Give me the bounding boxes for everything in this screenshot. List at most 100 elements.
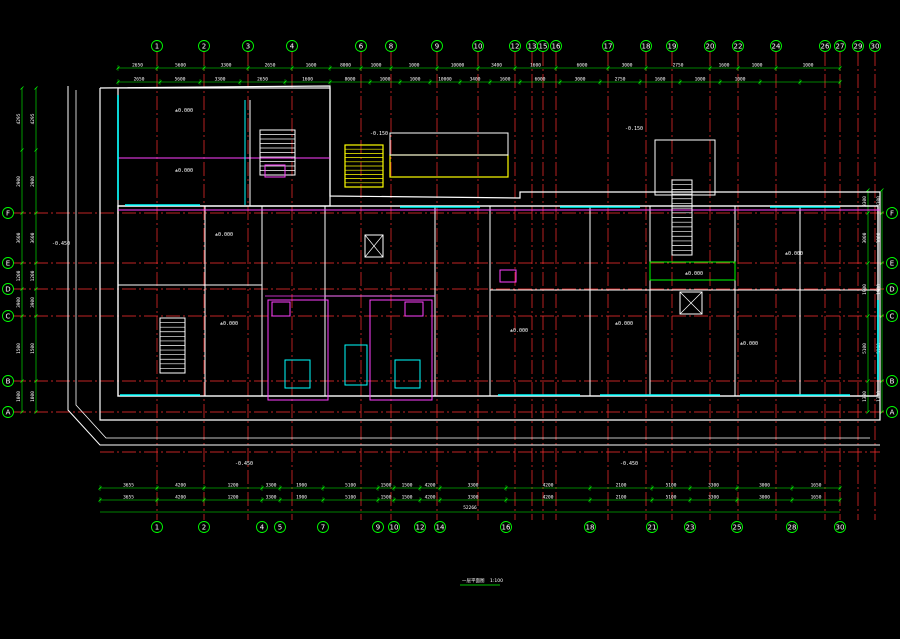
axis-bubble-top-4-circle bbox=[286, 40, 298, 52]
dim-right-inner-tick-4 bbox=[880, 379, 884, 383]
dim-top-outer-label-2: 3300 bbox=[221, 63, 232, 69]
level-right-tower: -0.150 bbox=[625, 126, 643, 132]
axis-bubble-right-F-label: F bbox=[890, 209, 894, 217]
axis-bubble-right-C-label: C bbox=[890, 312, 895, 320]
dim-top-outer-label-14: 1600 bbox=[719, 63, 730, 69]
dim-top-inner-label-11: 6000 bbox=[535, 77, 546, 83]
dim-bottom-1-label-2: 1200 bbox=[228, 483, 239, 489]
site-boundary-inner bbox=[75, 90, 870, 439]
axis-bubble-bottom-16-label: 16 bbox=[502, 523, 511, 531]
axis-bubble-bottom-30-label: 30 bbox=[836, 523, 845, 531]
axis-bubble-bottom-10-circle bbox=[388, 521, 400, 533]
dim-left-outer-tick-0 bbox=[20, 86, 24, 90]
axis-bubble-top-26-label: 26 bbox=[821, 42, 830, 50]
dim-right-outer-tick-1 bbox=[866, 211, 870, 215]
axis-bubble-bottom-4-label: 4 bbox=[260, 523, 265, 531]
dim-top-outer-label-3: 2650 bbox=[265, 63, 276, 69]
dim-bottom-2-label-6: 1500 bbox=[381, 495, 392, 501]
axis-bubble-top-12-label: 12 bbox=[511, 42, 520, 50]
axis-bubble-right-A-circle bbox=[886, 406, 898, 418]
axis-bubble-top-10-label: 10 bbox=[474, 42, 483, 50]
level-outdoor-bottom: -0.450 bbox=[235, 461, 253, 467]
dim-top-outer-label-4: 1600 bbox=[306, 63, 317, 69]
dim-right-inner-tick-3 bbox=[880, 314, 884, 318]
axis-bubble-bottom-25-circle bbox=[731, 521, 743, 533]
axis-bubble-top-27-label: 27 bbox=[836, 42, 845, 50]
room-label-8: ±0.000 bbox=[785, 251, 803, 257]
dim-top-inner-label-0: 2650 bbox=[134, 77, 145, 83]
bath-2 bbox=[404, 301, 424, 317]
windows bbox=[117, 95, 879, 396]
axis-bubble-bottom-18-circle bbox=[584, 521, 596, 533]
axis-bubble-top-2-circle bbox=[198, 40, 210, 52]
dim-top-outer-label-9: 3400 bbox=[491, 63, 502, 69]
dim-top-outer-label-15: 1000 bbox=[752, 63, 763, 69]
dim-bottom-1-label-4: 1900 bbox=[296, 483, 307, 489]
axis-bubble-top-3-label: 3 bbox=[246, 42, 250, 50]
axis-bubble-bottom-21-circle bbox=[646, 521, 658, 533]
axis-bubble-top-27-circle bbox=[834, 40, 846, 52]
dim-right-outer-tick-4 bbox=[866, 379, 870, 383]
magenta-core bbox=[267, 299, 329, 401]
axis-bubble-bottom-9-circle bbox=[372, 521, 384, 533]
dim-bottom-2-label-0: 3655 bbox=[123, 495, 134, 501]
axis-bubble-top-18-circle bbox=[640, 40, 652, 52]
dim-bottom-2-label-8: 4200 bbox=[425, 495, 436, 501]
dim-right-outer-tick-5 bbox=[866, 410, 870, 414]
axis-bubble-top-24-circle bbox=[770, 40, 782, 52]
room-label-6: ±0.000 bbox=[615, 321, 633, 327]
axis-bubble-left-D-circle bbox=[2, 283, 14, 295]
dim-top-inner-label-12: 3000 bbox=[575, 77, 586, 83]
dim-left-inner-label-4: 3900 bbox=[30, 297, 36, 308]
bath-3 bbox=[264, 164, 286, 178]
drawing-title: 一层平面图 bbox=[462, 578, 485, 584]
axis-lines bbox=[12, 52, 888, 520]
axis-bubble-left-A-label: A bbox=[6, 408, 11, 416]
dim-bottom-2-label-14: 3000 bbox=[759, 495, 770, 501]
axis-bubble-top-8-circle bbox=[385, 40, 397, 52]
dim-bottom-1-label-11: 2100 bbox=[616, 483, 627, 489]
dim-left-outer-tick-7 bbox=[20, 410, 24, 414]
axis-bubble-top-19-label: 19 bbox=[668, 42, 677, 50]
dim-top-outer-label-12: 3000 bbox=[622, 63, 633, 69]
elevator-1 bbox=[364, 234, 384, 258]
dim-left-inner-label-6: 1000 bbox=[30, 391, 36, 402]
dim-top-inner-label-6: 1000 bbox=[380, 77, 391, 83]
elevator-2-x2 bbox=[679, 291, 703, 315]
dim-left-inner-tick-5 bbox=[34, 314, 38, 318]
dim-top-outer-label-6: 1000 bbox=[371, 63, 382, 69]
dim-left-inner-label-1: 2900 bbox=[30, 176, 36, 187]
elevator-1-x2 bbox=[364, 234, 384, 258]
dim-top-inner-label-16: 1000 bbox=[735, 77, 746, 83]
stairs bbox=[159, 129, 736, 374]
room-label-5: ±0.000 bbox=[510, 328, 528, 334]
axis-bubble-top-3-circle bbox=[242, 40, 254, 52]
dim-bottom-1-label-8: 4200 bbox=[425, 483, 436, 489]
axis-bubble-top-8-label: 8 bbox=[389, 42, 393, 50]
axis-bubble-top-9-label: 9 bbox=[435, 42, 439, 50]
dim-right-inner-label-2: 1900 bbox=[876, 284, 882, 295]
drawing-scale: 1:100 bbox=[490, 578, 503, 584]
dim-bottom-1-label-3: 3300 bbox=[266, 483, 277, 489]
dim-left-inner-tick-0 bbox=[34, 86, 38, 90]
dim-left-outer-tick-6 bbox=[20, 379, 24, 383]
axis-bubble-bottom-1-label: 1 bbox=[155, 523, 159, 531]
room-label-4: ±0.000 bbox=[220, 321, 238, 327]
dim-left-inner-label-2: 3600 bbox=[30, 232, 36, 243]
dim-bottom-2-label-9: 3300 bbox=[468, 495, 479, 501]
dim-bottom-1-label-6: 1500 bbox=[381, 483, 392, 489]
axis-bubble-bottom-9-label: 9 bbox=[376, 523, 380, 531]
axis-bubble-top-20-circle bbox=[704, 40, 716, 52]
axis-bubble-bottom-2-label: 2 bbox=[202, 523, 206, 531]
dim-right-outer-tick-0 bbox=[866, 188, 870, 192]
dim-left-outer-tick-5 bbox=[20, 314, 24, 318]
axis-bubble-top-26-circle bbox=[819, 40, 831, 52]
axis-bubble-top-4-label: 4 bbox=[290, 42, 295, 50]
dim-top-inner-label-13: 2750 bbox=[615, 77, 626, 83]
dim-bottom-1-label-10: 4200 bbox=[543, 483, 554, 489]
sofa-1 bbox=[284, 359, 311, 389]
axis-bubble-right-F-circle bbox=[886, 207, 898, 219]
stair-upper-treads bbox=[260, 134, 295, 171]
axis-bubble-left-E-circle bbox=[2, 257, 14, 269]
